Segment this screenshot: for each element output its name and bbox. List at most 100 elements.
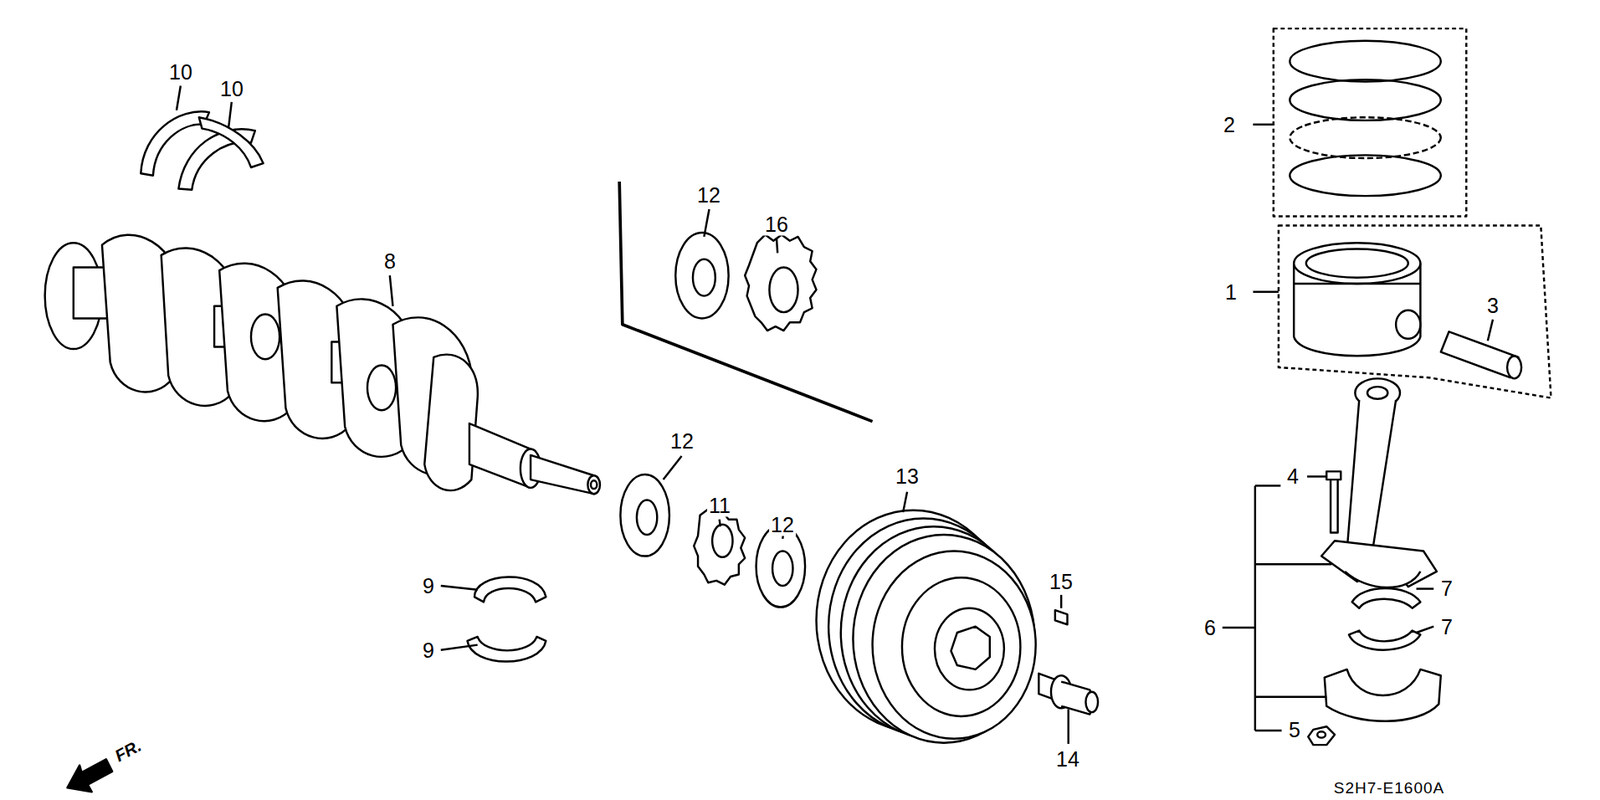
callout-number: 7 <box>1439 577 1455 600</box>
piston <box>1293 282 1421 285</box>
piston-pin <box>1441 331 1522 379</box>
divider-line <box>619 181 872 422</box>
piston <box>1293 242 1421 284</box>
rod-bearing <box>1348 630 1421 651</box>
piston <box>1395 310 1421 339</box>
rod-nut <box>1307 726 1335 745</box>
connecting-rod <box>1321 378 1437 588</box>
woodruff-key <box>1055 610 1068 625</box>
callout-number: 10 <box>218 77 246 101</box>
callout-number: 8 <box>382 250 398 273</box>
leader-line <box>663 456 683 480</box>
rod-nut <box>1307 726 1335 745</box>
timing-gear <box>744 234 816 331</box>
callout-number: 13 <box>893 465 921 488</box>
piston <box>1252 291 1278 293</box>
crankshaft <box>530 455 595 494</box>
leader-line <box>228 102 232 128</box>
assembly-bracket <box>1255 696 1327 698</box>
leader-line <box>1487 319 1493 342</box>
piston <box>1306 249 1409 278</box>
crank-gear <box>693 508 745 585</box>
crank-pulley <box>934 608 1005 691</box>
diagram-code: S2H7-E1600A <box>1332 779 1447 797</box>
crankshaft <box>45 235 600 494</box>
crank-gear <box>712 524 733 558</box>
pulley-bolt <box>1085 692 1098 713</box>
callout-number: 2 <box>1221 113 1237 137</box>
rod-bolt <box>1326 471 1341 480</box>
main-bearing <box>466 577 546 662</box>
callout-number: 4 <box>1285 465 1301 488</box>
piston-rings <box>1252 123 1273 126</box>
thrust-washer <box>140 111 263 190</box>
washer <box>620 474 670 557</box>
rod-nut <box>1317 731 1326 738</box>
crankshaft <box>590 480 597 489</box>
washer <box>675 232 729 318</box>
callout-number: 9 <box>420 574 436 598</box>
leader-line <box>1416 587 1435 590</box>
rod-cap <box>1324 669 1442 722</box>
leader-line <box>1416 626 1435 633</box>
callout-number: 9 <box>420 639 436 662</box>
assembly-bracket <box>1255 729 1283 732</box>
callout-number: 3 <box>1485 294 1501 318</box>
washer <box>772 550 793 585</box>
crank-pulley <box>816 510 1036 744</box>
front-indicator: FR. <box>110 735 146 766</box>
callout-number: 12 <box>668 430 696 453</box>
crank-pulley <box>902 577 1021 717</box>
callout-number: 11 <box>707 494 733 518</box>
connecting-rod <box>1347 400 1397 551</box>
timing-gear <box>769 266 798 313</box>
piston-rings <box>1273 28 1467 216</box>
assembly-bracket <box>1254 485 1257 731</box>
leader-line <box>389 275 394 307</box>
assembly-bracket <box>1255 484 1281 487</box>
leader-line <box>1060 594 1062 609</box>
piston-rings <box>1289 41 1441 83</box>
main-bearing <box>474 577 546 603</box>
leader-line <box>441 645 478 651</box>
callout-number: 5 <box>1287 718 1303 742</box>
assembly-bracket <box>1255 563 1332 565</box>
washer <box>756 525 806 608</box>
piston <box>1252 225 1551 398</box>
crankshaft <box>424 354 478 491</box>
rod-cap <box>1324 669 1442 722</box>
leader-line <box>719 519 721 528</box>
pulley-bolt <box>1038 673 1098 715</box>
callout-number: 12 <box>695 184 723 207</box>
crank-gear <box>693 508 745 585</box>
crank-pulley <box>872 550 1036 739</box>
piston <box>1278 225 1552 398</box>
callout-number: 12 <box>769 513 796 537</box>
piston-rings <box>1252 28 1467 216</box>
crank-pulley <box>950 626 990 670</box>
front-arrow <box>66 758 113 792</box>
leader-line <box>902 492 908 513</box>
rod-bolt <box>1330 479 1339 533</box>
crankshaft <box>587 475 600 494</box>
connecting-rod <box>1367 386 1388 400</box>
divider-line <box>619 181 872 422</box>
washer <box>675 232 729 318</box>
washer <box>636 500 657 535</box>
callout-number: 10 <box>167 61 195 84</box>
leader-line <box>1066 708 1069 744</box>
leader-line <box>703 209 709 237</box>
connecting-rod <box>1321 540 1437 587</box>
rod-bearing <box>1348 588 1421 651</box>
callout-number: 6 <box>1202 616 1218 640</box>
rod-bolt <box>1326 471 1341 533</box>
assembly-bracket <box>1222 485 1332 731</box>
assembly-bracket <box>1222 626 1256 629</box>
leader-line <box>776 237 778 253</box>
callout-number: 15 <box>1047 570 1075 594</box>
callout-number: 1 <box>1223 281 1239 304</box>
crankshaft <box>251 314 280 360</box>
piston-pin <box>1507 356 1522 380</box>
leader-line <box>1307 475 1326 477</box>
leader-line <box>176 85 1493 744</box>
